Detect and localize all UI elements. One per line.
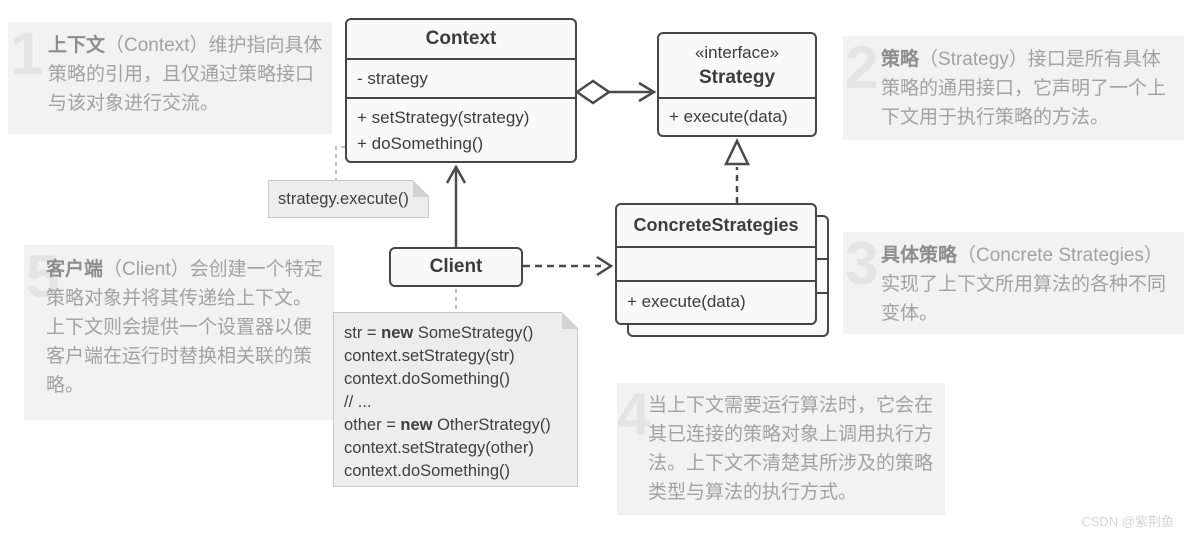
class-context-method: + setStrategy(strategy) xyxy=(357,108,530,127)
code-line: other = new OtherStrategy() xyxy=(344,416,551,434)
annotation-concrete-strategies: 3 具体策略（Concrete Strategies）实现了上下文所用算法的各种… xyxy=(843,232,1184,334)
client-context-arrowhead-icon xyxy=(445,164,467,184)
note-link-context xyxy=(335,146,345,180)
code-line: str = new SomeStrategy() xyxy=(344,324,534,342)
code-line: context.setStrategy(str) xyxy=(344,347,515,365)
class-context-method: + doSomething() xyxy=(357,134,484,153)
annotation-text: 客户端（Client）会创建一个特定策略对象并将其传递给上下文。上下文则会提供一… xyxy=(46,259,323,396)
annotation-strategy: 2 策略（Strategy）接口是所有具体策略的通用接口，它声明了一个上下文用于… xyxy=(843,36,1184,140)
realization-triangle-icon xyxy=(724,138,750,166)
annotation-text: 上下文（Context）维护指向具体策略的引用，且仅通过策略接口与该对象进行交流… xyxy=(48,35,323,114)
annotation-number: 3 xyxy=(845,230,879,297)
class-client-title: Client xyxy=(429,255,483,277)
code-block: str = new SomeStrategy() context.setStra… xyxy=(334,313,577,492)
class-client: Client xyxy=(389,247,523,287)
annotation-client: 5 客户端（Client）会创建一个特定策略对象并将其传递给上下文。上下文则会提… xyxy=(24,245,334,420)
note-client-code: str = new SomeStrategy() context.setStra… xyxy=(333,311,579,487)
code-line: context.doSomething() xyxy=(344,462,511,480)
note-text: strategy.execute() xyxy=(278,189,409,208)
annotation-number: 1 xyxy=(10,20,44,87)
class-strategy-method: + execute(data) xyxy=(659,97,815,134)
aggregation-diamond-icon xyxy=(574,79,612,105)
class-context-field: - strategy xyxy=(347,58,575,97)
class-strategy-title: Strategy xyxy=(698,67,776,88)
note-strategy-execute: strategy.execute() xyxy=(268,179,430,218)
annotation-text: 策略（Strategy）接口是所有具体策略的通用接口，它声明了一个上下文用于执行… xyxy=(881,49,1167,128)
class-context: Context - strategy + setStrategy(strateg… xyxy=(345,18,577,163)
class-strategy: «interface» Strategy + execute(data) xyxy=(657,32,817,137)
class-concrete-strategies-fields-empty xyxy=(617,246,815,280)
code-line: context.doSomething() xyxy=(344,370,511,388)
watermark: CSDN @紫荆鱼 xyxy=(1081,514,1174,529)
class-concrete-strategies-method: + execute(data) xyxy=(617,280,815,322)
class-strategy-header: «interface» Strategy xyxy=(659,34,815,97)
class-context-methods: + setStrategy(strategy) + doSomething() xyxy=(347,97,575,160)
stereotype-label: «interface» xyxy=(694,43,780,62)
client-concrete-arrowhead-icon xyxy=(596,255,614,277)
annotation-number: 5 xyxy=(26,243,60,310)
annotation-number: 4 xyxy=(617,381,651,448)
class-concrete-strategies-title: ConcreteStrategies xyxy=(633,215,799,235)
class-concrete-strategies: ConcreteStrategies + execute(data) xyxy=(615,203,817,325)
annotation-text: 具体策略（Concrete Strategies）实现了上下文所用算法的各种不同… xyxy=(881,245,1167,324)
code-line: // ... xyxy=(344,393,372,411)
annotation-context: 1 上下文（Context）维护指向具体策略的引用，且仅通过策略接口与该对象进行… xyxy=(8,22,332,134)
annotation-text: 当上下文需要运行算法时，它会在其已连接的策略对象上调用执行方法。上下文不清楚其所… xyxy=(648,395,934,503)
annotation-run-algorithm: 4 当上下文需要运行算法时，它会在其已连接的策略对象上调用执行方法。上下文不清楚… xyxy=(617,383,945,515)
class-context-title: Context xyxy=(425,28,497,49)
code-line: context.setStrategy(other) xyxy=(344,439,534,457)
annotation-number: 2 xyxy=(845,34,879,101)
aggregation-arrowhead-icon xyxy=(638,81,657,103)
